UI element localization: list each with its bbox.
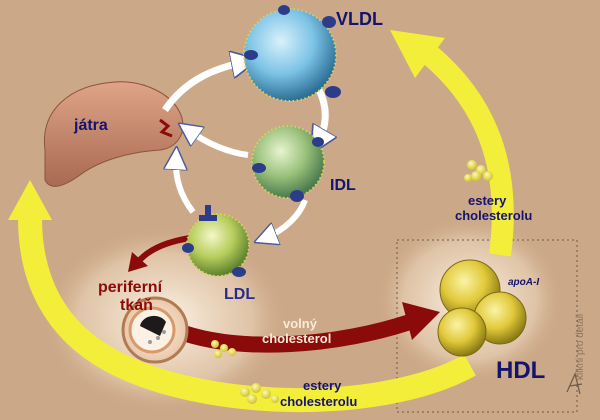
white-arrow-vldl-to-idl — [318, 86, 325, 142]
label-esters-top-line2: cholesterolu — [455, 208, 532, 223]
label-esters-bottom-line2: cholesterolu — [280, 394, 357, 409]
label-idl: IDL — [330, 177, 356, 194]
label-peripheral-line1: periferní — [98, 279, 163, 296]
label-esters-top-line1: estery — [468, 193, 507, 208]
label-hdl: HDL — [496, 357, 545, 384]
cholesterol-blobs-middle — [211, 340, 236, 358]
cholesterol-blobs-top — [464, 160, 493, 182]
label-peripheral-line2: tkáň — [120, 297, 153, 314]
red-arrow-ldl-to-tissue — [135, 235, 191, 265]
label-apoa: apoA-I — [508, 277, 539, 288]
vldl-particle[interactable] — [243, 5, 341, 102]
red-arrowhead-tissue — [128, 252, 148, 272]
yellow-arrowhead-left — [8, 180, 52, 220]
white-arrow-liver-to-vldl — [162, 62, 245, 112]
peripheral-tissue-cell[interactable] — [121, 296, 189, 364]
label-liver: játra — [73, 117, 108, 134]
red-arrow-to-hdl — [172, 314, 413, 353]
ldl-particle[interactable] — [182, 205, 250, 277]
yellow-arrow-hdl-to-vldl — [422, 46, 514, 257]
white-arrow-idl-to-ldl — [265, 198, 308, 238]
idl-particle[interactable] — [251, 125, 325, 202]
label-free-cholesterol-line2: cholesterol — [262, 331, 331, 346]
liver-hilum — [159, 118, 173, 138]
red-arrowhead-hdl — [402, 302, 440, 340]
yellow-arrow-hdl-to-liver — [18, 217, 476, 412]
cholesterol-blobs-bottom — [240, 383, 279, 404]
hdl-detail-box[interactable] — [396, 239, 578, 413]
signature-mark — [566, 372, 583, 395]
white-arrow-idl-to-liver — [188, 130, 249, 158]
liver-shape — [43, 81, 184, 187]
label-esters-bottom-line1: estery — [303, 378, 342, 393]
label-ldl: LDL — [224, 286, 255, 303]
label-vldl: VLDL — [336, 9, 383, 29]
label-free-cholesterol-line1: volný — [283, 316, 318, 331]
white-arrow-ldl-to-liver — [176, 158, 196, 214]
yellow-arrowhead-top — [390, 30, 445, 78]
hdl-particles[interactable] — [437, 259, 527, 357]
side-note-click-for-detail[interactable]: klikni pro detail — [575, 314, 586, 380]
